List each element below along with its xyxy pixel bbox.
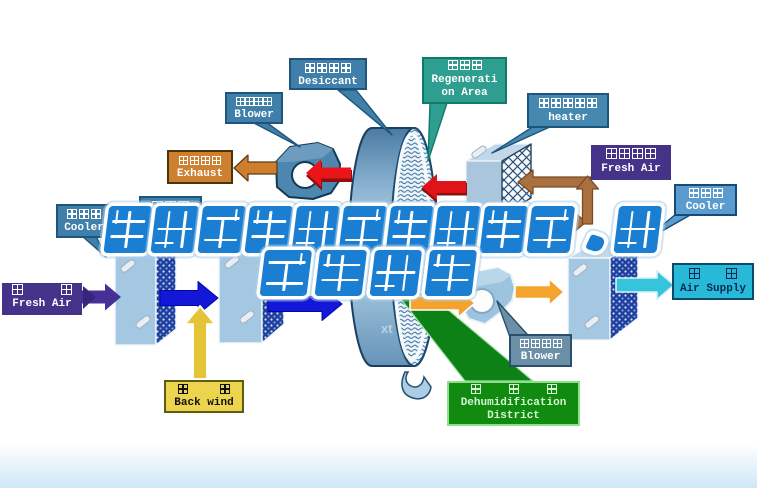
svg-text:xt: xt xyxy=(381,321,393,336)
